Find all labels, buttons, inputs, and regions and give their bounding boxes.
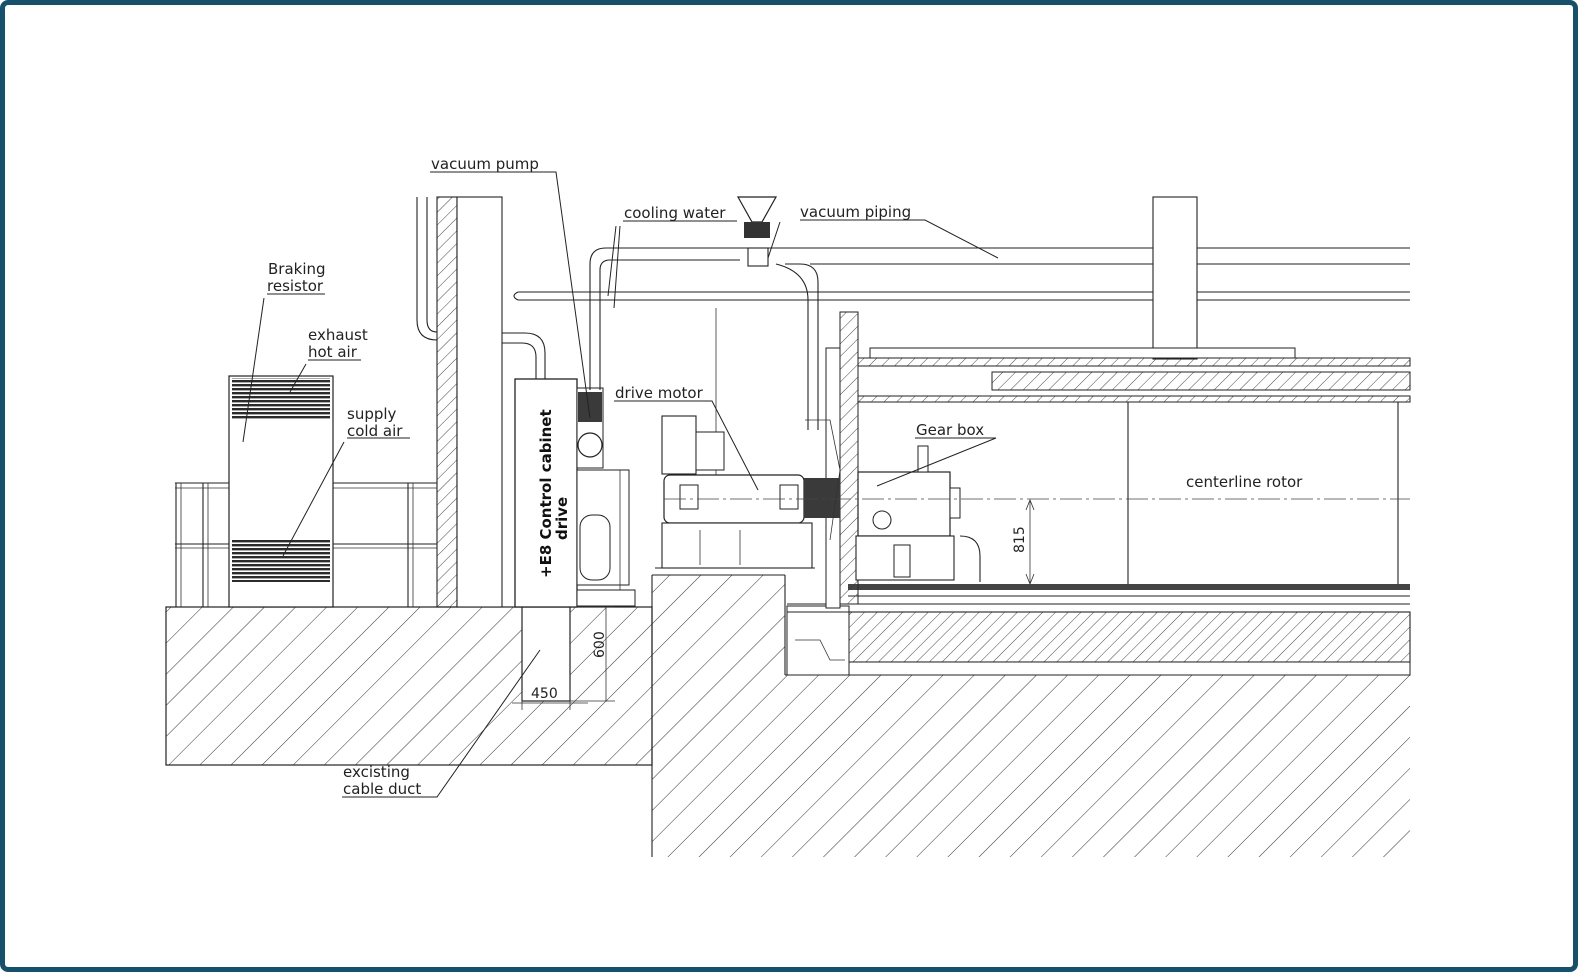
funnel-valve bbox=[736, 196, 778, 267]
label-supply-2: cold air bbox=[347, 422, 403, 440]
braking-resistor-cabinet bbox=[228, 375, 334, 608]
label-centerline-rotor: centerline rotor bbox=[1186, 473, 1303, 491]
label-gear-box: Gear box bbox=[916, 421, 984, 439]
label-exhaust-2: hot air bbox=[308, 343, 358, 361]
control-cabinet: +E8 Control cabinet drive bbox=[502, 332, 578, 608]
dimension-450: 450 bbox=[512, 686, 588, 710]
floor-slab-left bbox=[165, 606, 653, 766]
labels: vacuum pump cooling water vacuum piping … bbox=[267, 155, 1303, 798]
wall bbox=[416, 196, 503, 608]
label-braking-resistor-2: resistor bbox=[267, 277, 324, 295]
label-vacuum-pump: vacuum pump bbox=[431, 155, 539, 173]
label-cooling-water: cooling water bbox=[624, 204, 726, 222]
rotor-housing bbox=[825, 311, 1411, 609]
control-cabinet-label-drive: drive bbox=[553, 497, 571, 540]
label-exhaust-1: exhaust bbox=[308, 326, 368, 344]
rail-track bbox=[848, 584, 1410, 597]
label-braking-resistor-1: Braking bbox=[268, 260, 326, 278]
label-cable-duct-1: excisting bbox=[343, 763, 410, 781]
leader-lines bbox=[242, 171, 999, 798]
label-drive-motor: drive motor bbox=[615, 384, 704, 402]
bed-plate bbox=[786, 603, 1411, 676]
vacuum-pump-assembly bbox=[576, 387, 636, 607]
drive-motor bbox=[655, 415, 841, 569]
dimension-600: 600 bbox=[570, 606, 615, 702]
label-vacuum-piping: vacuum piping bbox=[800, 203, 911, 221]
dimension-815-text: 815 bbox=[1012, 526, 1028, 553]
control-cabinet-label: +E8 Control cabinet bbox=[537, 409, 555, 578]
label-cable-duct-2: cable duct bbox=[343, 780, 421, 798]
cable-duct bbox=[521, 606, 571, 702]
gear-box bbox=[855, 445, 981, 582]
dimension-600-text: 600 bbox=[592, 631, 608, 658]
support-column bbox=[1152, 196, 1198, 360]
dimension-450-text: 450 bbox=[531, 686, 558, 702]
label-supply-1: supply bbox=[347, 405, 397, 423]
dimension-815: 815 bbox=[1012, 498, 1035, 586]
technical-drawing: +E8 Control cabinet drive bbox=[165, 155, 1411, 857]
